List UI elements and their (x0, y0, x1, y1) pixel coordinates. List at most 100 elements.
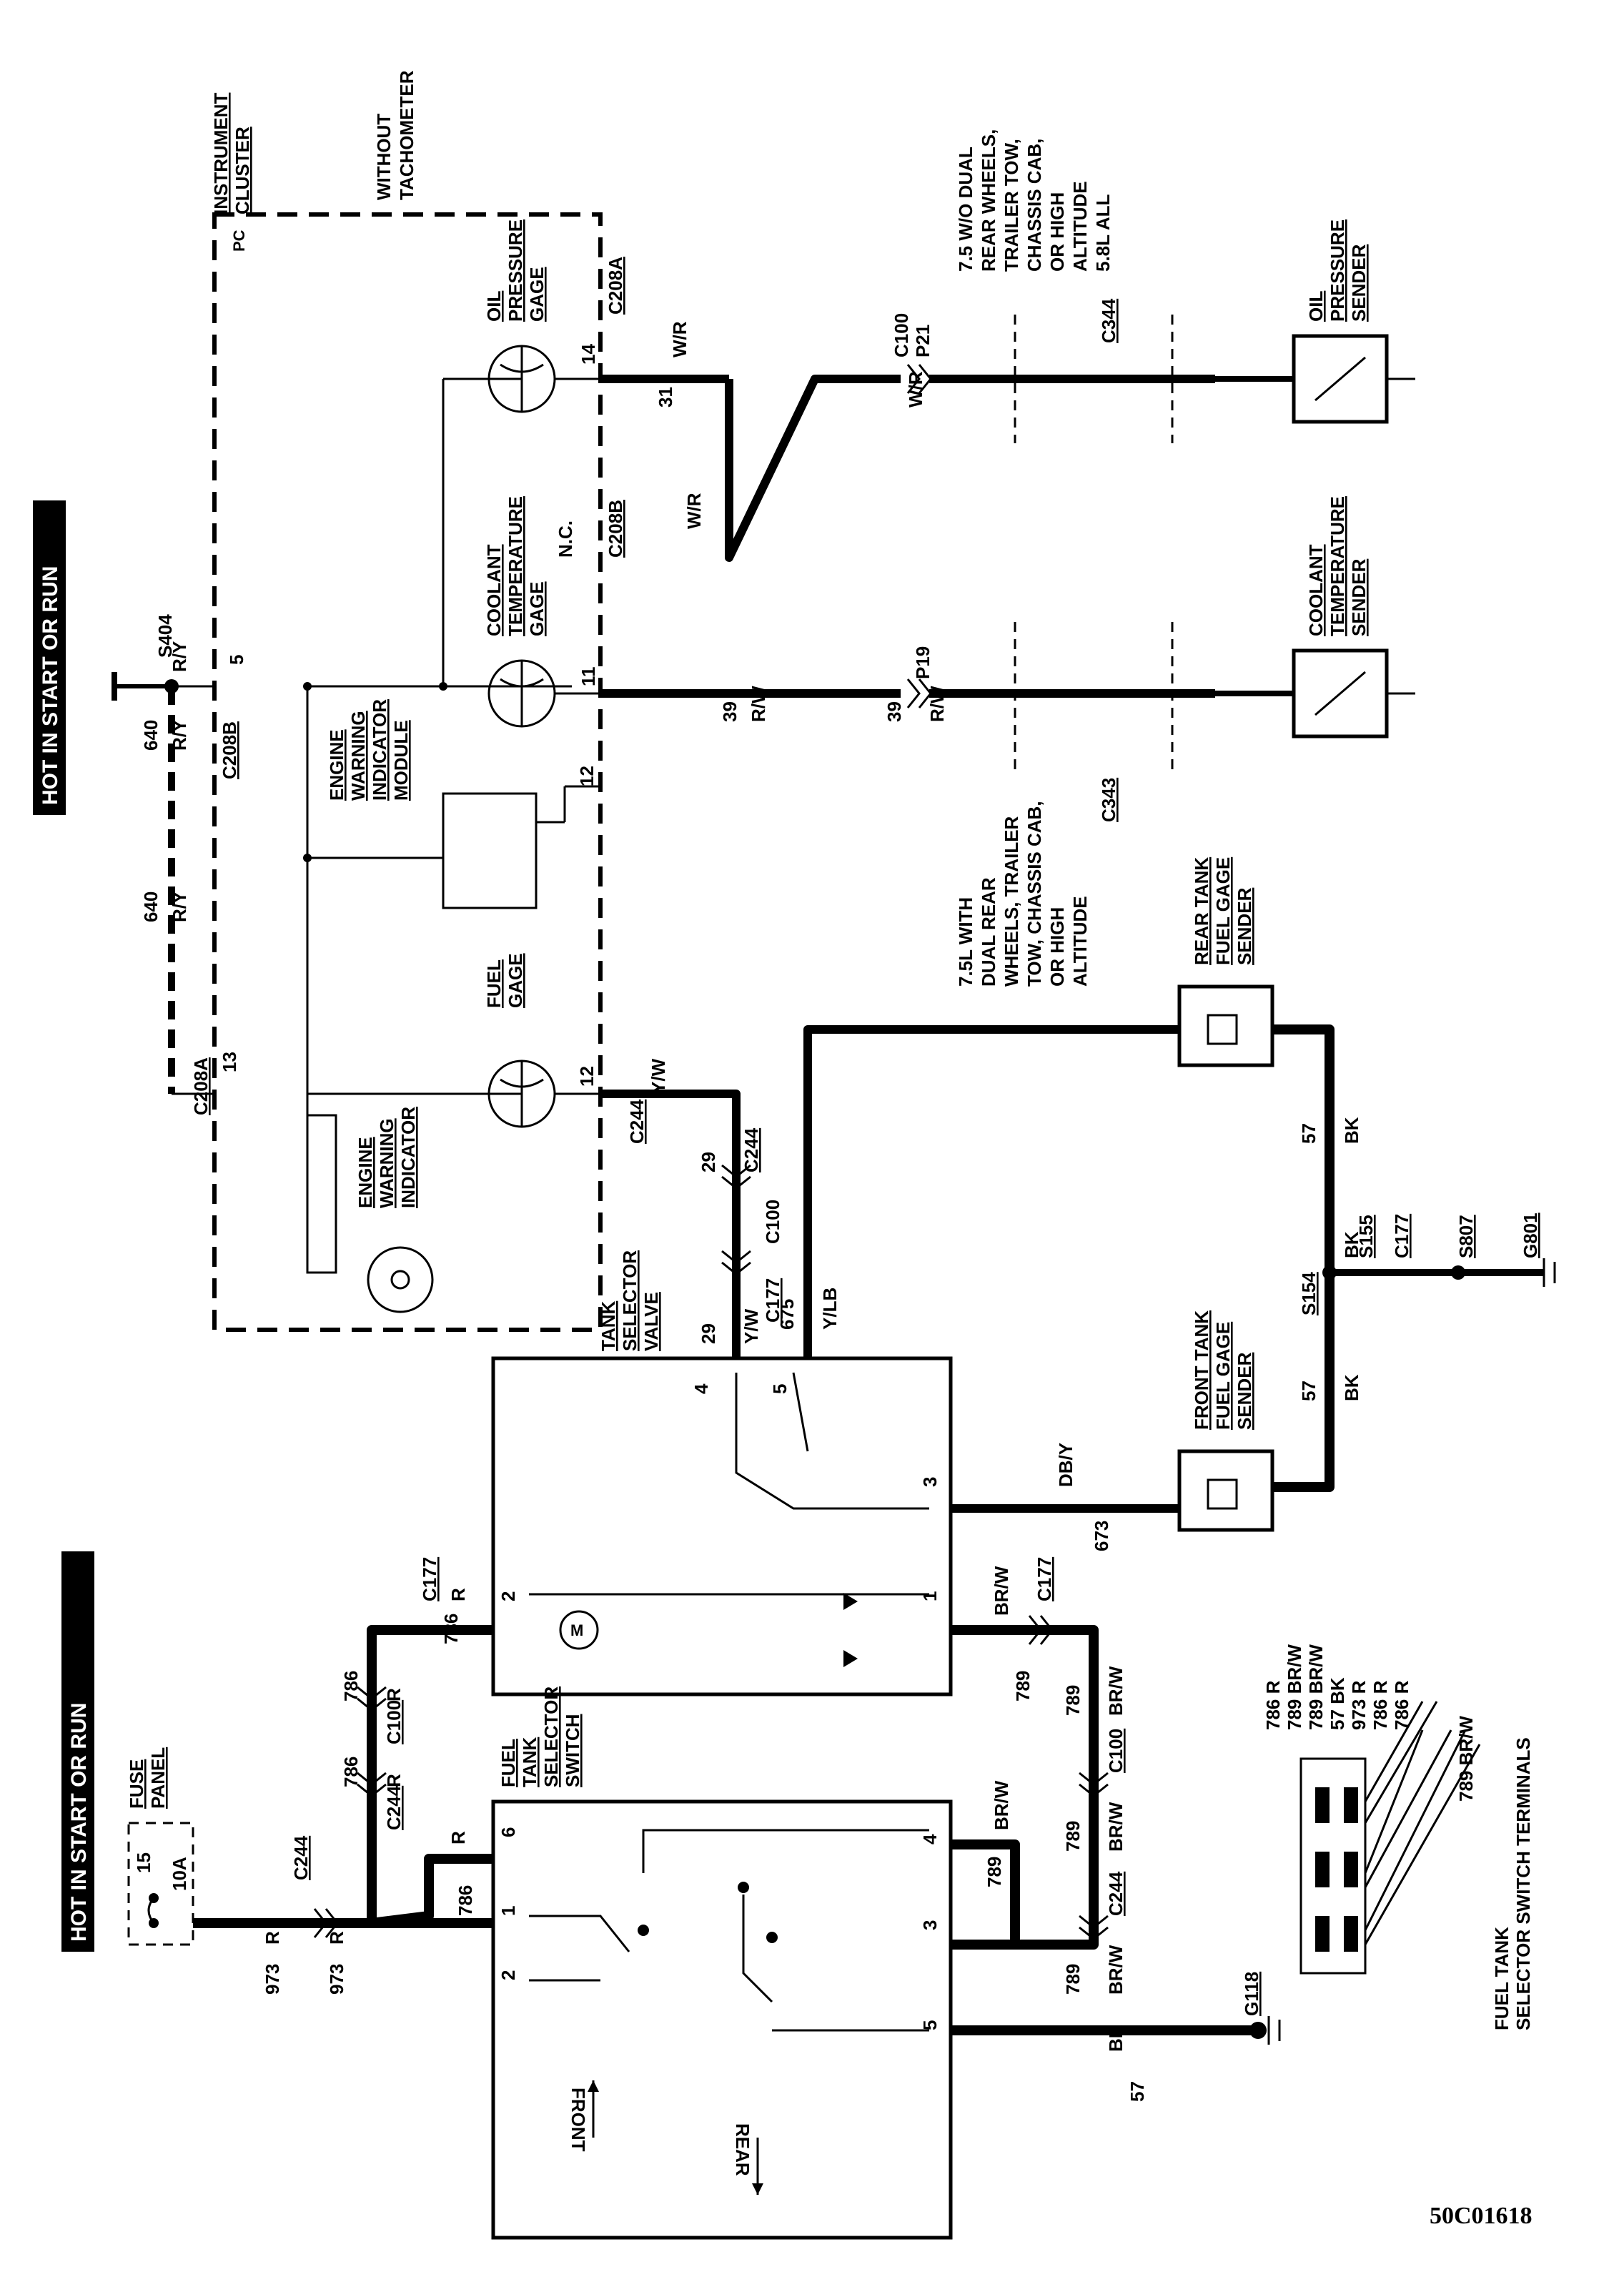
c343-label: C343 (1098, 778, 1119, 822)
tank-selector-valve: TANK SELECTOR VALVE 4 5 3 2 1 M (491, 1250, 953, 1696)
wr-label-2: W/R (683, 493, 705, 529)
c100-label-top: C100 (891, 313, 912, 357)
circuit-675: 675 Y/LB (776, 1025, 1179, 1358)
ftss-pin3: 3 (919, 1920, 941, 1930)
oil-gage-label-1: OIL (483, 291, 505, 322)
note-with-dual: 7.5L WITH DUAL REAR WHEELS, TRAILER TOW,… (955, 801, 1091, 987)
switch-terminal-view: 786 R 789 BR/W 789 BR/W 57 BK 973 R 786 … (1262, 1644, 1534, 2030)
ylb-label: Y/LB (819, 1288, 841, 1330)
pin11-label: 11 (578, 667, 599, 687)
circuit-786: 786 R 786 R 786 R 786 R C244 C100 C177 (340, 1557, 493, 1928)
brw-label-3: BR/W (1105, 1802, 1127, 1852)
note-w-4: TOW, CHASSIS CAB, (1024, 801, 1045, 987)
ftss-pin4: 4 (919, 1834, 941, 1844)
fuse-rating: 10A (169, 1857, 190, 1891)
brw-label-2: BR/W (1105, 1666, 1127, 1716)
pin5-label: 5 (226, 655, 247, 665)
term-4: 57 BK (1327, 1677, 1348, 1730)
connector-c343-c344: C343 C344 (1014, 298, 1215, 822)
term-5: 973 R (1348, 1680, 1370, 1730)
terminals-caption-1: FUEL TANK (1491, 1927, 1512, 2030)
circuit-29: Y/W 29 29 Y/W C244 C244 C100 C177 12 12 (576, 766, 783, 1358)
cluster-code: PC (230, 229, 248, 252)
fuel-tank-selector-switch: FUEL TANK SELECTOR SWITCH 6 1 2 4 3 5 FR… (491, 1686, 953, 2240)
c208a-label-top: C208A (605, 257, 626, 315)
tsv-pin5: 5 (769, 1384, 791, 1394)
fuse-panel-title-2: PANEL (147, 1747, 169, 1809)
c100-label-mid: C100 (762, 1200, 783, 1244)
fuse-icon (147, 1897, 155, 1924)
note-wo-2: REAR WHEELS, (978, 129, 999, 272)
tsv-label-2: SELECTOR (619, 1250, 640, 1351)
oil-gage: OIL PRESSURE GAGE (483, 219, 556, 413)
yw-label-2: Y/W (741, 1308, 762, 1344)
note-wo-1: 7.5 W/O DUAL (955, 147, 976, 272)
ewm-label-4: MODULE (390, 720, 412, 801)
pin12-fuel: 12 (576, 1066, 598, 1087)
c789-label-3: 789 (1062, 1821, 1084, 1852)
c789-label-1: 789 (1012, 1671, 1034, 1701)
pin14-label: 14 (578, 344, 599, 365)
ry-label-2: R/Y (169, 891, 190, 922)
fuse-panel-title-1: FUSE (126, 1759, 147, 1809)
svg-text:M: M (570, 1621, 583, 1639)
c100-label-786: C100 (383, 1700, 405, 1744)
note-w-5: OR HIGH (1046, 907, 1068, 987)
c789-label-2: 789 (1062, 1685, 1084, 1716)
ftss-pin5: 5 (919, 2020, 941, 2030)
c177-label-786: C177 (419, 1557, 440, 1601)
c57-label-1: 57 (1298, 1123, 1320, 1144)
c973-label-1: 973 (262, 1964, 283, 1995)
c208b-label-mid: C208B (605, 500, 626, 558)
cluster-variant-2: TACHOMETER (396, 70, 417, 200)
c675-label: 675 (776, 1299, 798, 1330)
term-2: 789 BR/W (1284, 1644, 1305, 1730)
ewm-label-2: WARNING (347, 711, 369, 801)
g118-label: G118 (1241, 1972, 1262, 2016)
tsv-label-3: VALVE (640, 1292, 662, 1351)
engine-warning-module: ENGINE WARNING INDICATOR MODULE (326, 699, 538, 909)
tsv-pin3: 3 (919, 1477, 941, 1487)
header-top-text: HOT IN START OR RUN (39, 566, 62, 805)
term-3: 789 BR/W (1305, 1644, 1327, 1730)
engine-warning-indicator: ENGINE WARNING INDICATOR (306, 1107, 434, 1313)
term-6: 786 R (1370, 1680, 1391, 1730)
note-wo-3: TRAILER TOW, (1001, 139, 1022, 272)
oil-sender-label-2: PRESSURE (1327, 219, 1348, 322)
front-sender-label-2: FUEL GAGE (1212, 1322, 1234, 1430)
coolant-gage-label-3: GAGE (526, 581, 548, 636)
s404-label: S404 (154, 614, 176, 658)
circuit-57-left: BK 57 G118 (951, 1972, 1281, 2102)
note-w-2: DUAL REAR (978, 877, 999, 987)
p19-label: P19 (912, 646, 934, 679)
cluster-variant-1: WITHOUT (373, 114, 395, 200)
term-1: 786 R (1262, 1680, 1284, 1730)
ftss-pin2: 2 (497, 1970, 519, 1980)
c244-label-mid: C244 (741, 1127, 762, 1172)
valve-motor-icon (559, 1610, 599, 1650)
rear-sender-label-1: REAR TANK (1191, 857, 1212, 965)
c244-label-top: C244 (626, 1099, 648, 1144)
s155-label: S155 (1355, 1215, 1377, 1258)
note-without-dual: 7.5 W/O DUAL REAR WHEELS, TRAILER TOW, C… (955, 129, 1114, 272)
c208b-label-top: C208B (219, 721, 240, 779)
front-text: FRONT (568, 2088, 589, 2152)
c640-label-2: 640 (140, 891, 162, 922)
r-label-786c: R (447, 1588, 469, 1601)
front-sender-label-1: FRONT TANK (1191, 1310, 1212, 1430)
bk-label-2: BK (1341, 1374, 1362, 1401)
circuit-39: R/W 39 39 R/W P19 11 (578, 646, 1058, 722)
cluster-internal-wiring (303, 377, 600, 1273)
oil-pressure-sender: OIL PRESSURE SENDER (1215, 219, 1415, 424)
pin13-label: 13 (219, 1052, 240, 1072)
coolant-gage-label-1: COOLANT (483, 544, 505, 636)
fuel-gage-label-2: GAGE (505, 953, 526, 1008)
ewm-label-1: ENGINE (326, 729, 347, 801)
oil-gage-label-2: PRESSURE (505, 219, 526, 322)
instrument-cluster: INSTRUMENT CLUSTER WITHOUT TACHOMETER PC (210, 70, 603, 1332)
brw-label-4: BR/W (991, 1780, 1012, 1830)
header-left: HOT IN START OR RUN (61, 1551, 94, 1952)
c786-label-3: 786 (440, 1614, 462, 1644)
yw-label-1: Y/W (648, 1058, 669, 1094)
